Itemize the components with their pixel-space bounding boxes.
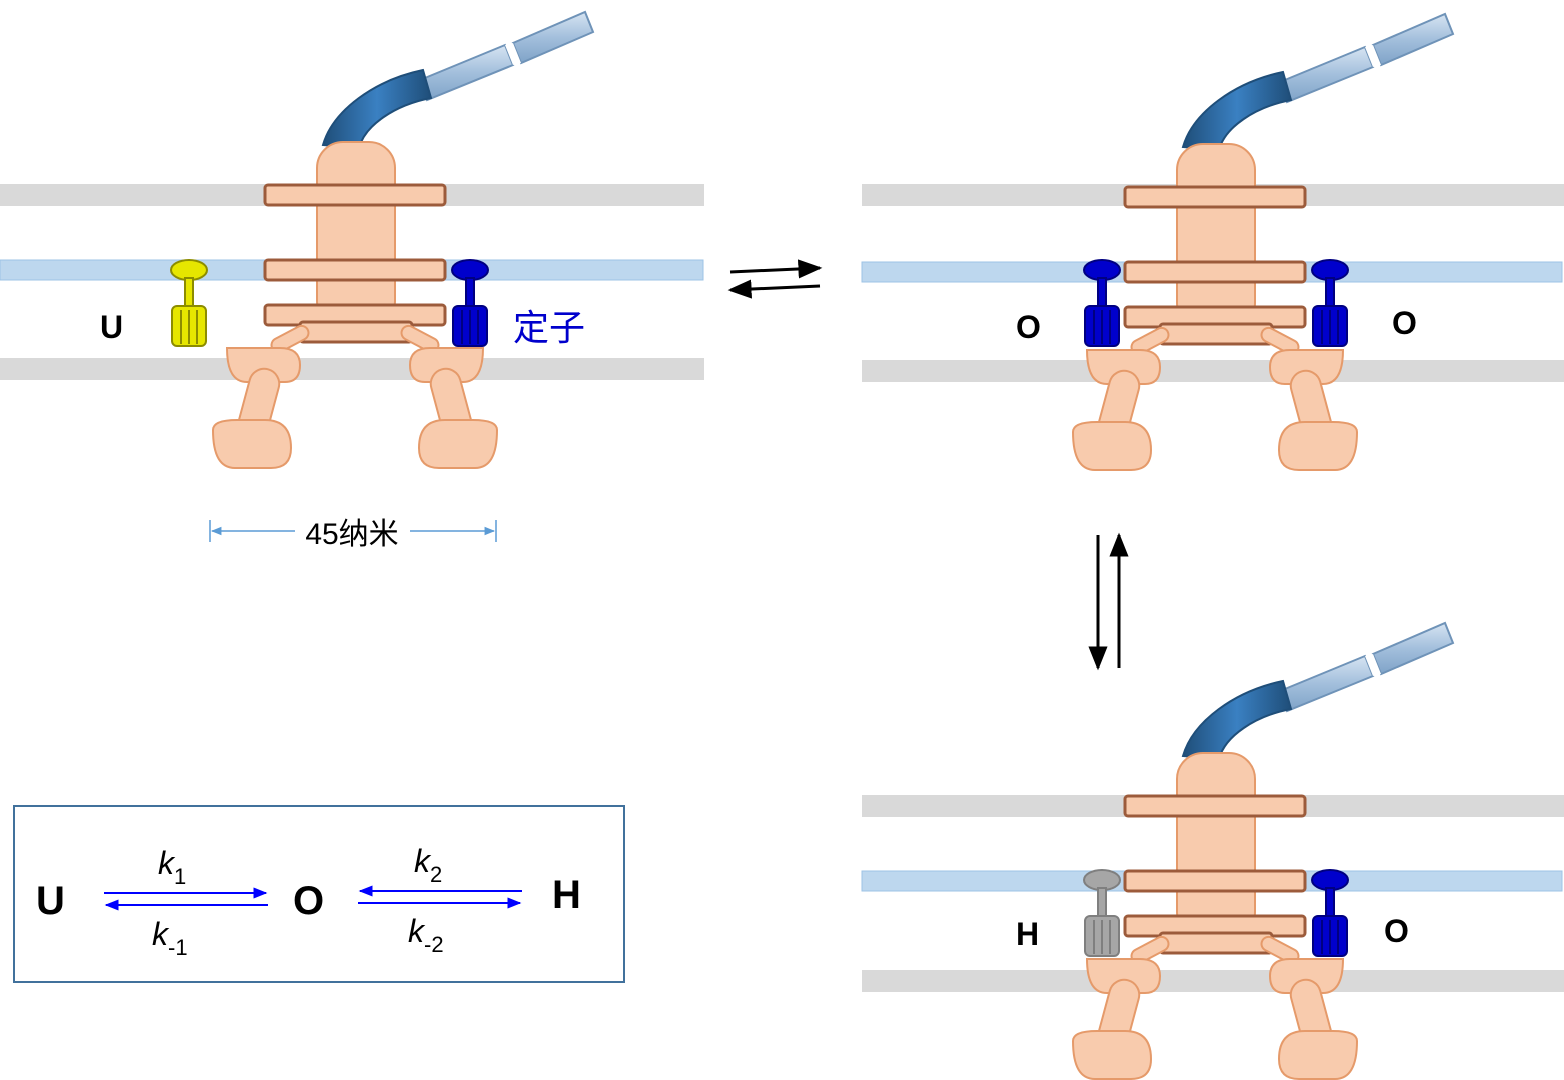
kinetics-state-h: H	[552, 873, 581, 917]
rate-k2: k2	[414, 843, 442, 887]
state-label-h: H	[1016, 916, 1039, 952]
motor-1: U 定子 45纳米	[0, 10, 704, 551]
stator-unit-icon	[170, 259, 208, 347]
state-label-u: U	[100, 309, 123, 345]
scale-bar: 45纳米	[209, 518, 497, 551]
motor-2: O O	[861, 12, 1564, 472]
state-label-o: O	[1384, 913, 1409, 949]
peptidoglycan-layer	[862, 360, 1564, 382]
state-label-o-left: O	[1016, 309, 1041, 345]
scale-bar-label: 45纳米	[305, 518, 398, 551]
rate-k1: k1	[158, 845, 186, 889]
stator-unit-icon	[1311, 869, 1349, 957]
kinetics-state-o: O	[293, 879, 324, 923]
flagellar-motor	[1071, 621, 1455, 1080]
stator-label: 定子	[513, 308, 585, 349]
stator-unit-icon	[1083, 259, 1121, 347]
rate-k-minus1: k-1	[152, 916, 188, 960]
motor-3: H O	[861, 621, 1564, 1080]
kinetics-scheme-box: U O H k1 k-1 k2 k-2	[13, 805, 625, 983]
stator-unit-icon	[1083, 869, 1121, 957]
state-label-o-right: O	[1392, 305, 1417, 341]
peptidoglycan-layer	[0, 358, 704, 380]
equilibrium-arrows-icon	[727, 259, 823, 299]
peptidoglycan-layer	[862, 970, 1564, 992]
flagellar-motor	[211, 10, 595, 470]
stator-unit-icon	[451, 259, 489, 347]
kinetics-state-u: U	[36, 879, 65, 923]
stator-unit-icon	[1311, 259, 1349, 347]
equilibrium-arrows-icon	[1088, 532, 1129, 671]
rate-k-minus2: k-2	[408, 913, 444, 957]
flagellar-motor	[1071, 12, 1455, 472]
